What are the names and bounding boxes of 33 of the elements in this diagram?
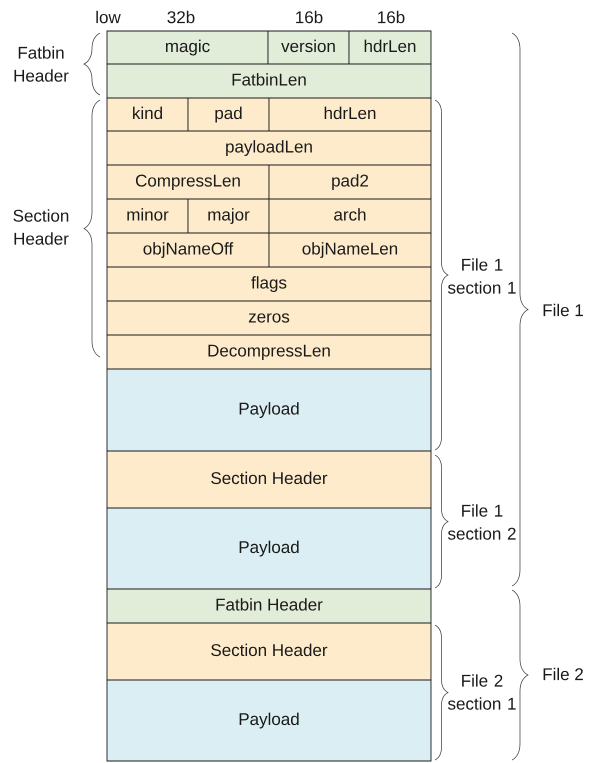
field-cell: arch [268, 198, 432, 234]
field-cell: magic [106, 30, 268, 64]
brace-label: File 2 section 1 [448, 674, 516, 710]
field-cell: zeros [106, 300, 432, 336]
column-label: low [96, 10, 121, 24]
brace-label: File 2 [544, 668, 583, 680]
field-cell: hdrLen [348, 30, 432, 64]
data-block: Payload [106, 508, 432, 590]
brace-label: File 1 section 2 [448, 504, 516, 540]
data-block: Payload [106, 680, 432, 762]
field-cell: kind [106, 98, 188, 132]
field-cell: version [268, 30, 350, 64]
brace-label: Section Header [13, 209, 69, 245]
data-block: Payload [106, 368, 432, 452]
brace-label: Fatbin Header [14, 46, 69, 82]
field-cell: CompressLen [106, 164, 270, 200]
column-label: 32b [167, 10, 194, 24]
field-cell: objNameLen [268, 232, 432, 268]
field-cell: major [188, 198, 270, 234]
brace-label: File 1 [544, 304, 583, 316]
field-cell: minor [106, 198, 188, 234]
field-cell: flags [106, 266, 432, 302]
header-block: Section Header [106, 622, 432, 680]
field-cell: pad2 [268, 164, 432, 200]
field-cell: objNameOff [106, 232, 270, 268]
column-label: 16b [378, 10, 404, 24]
column-label: 16b [296, 10, 322, 24]
header-block: Fatbin Header [106, 588, 432, 624]
field-cell: hdrLen [268, 98, 432, 132]
header-block: Section Header [106, 450, 432, 508]
brace-label: File 1 section 1 [448, 258, 516, 294]
field-cell: pad [188, 98, 270, 132]
field-cell: DecompressLen [106, 334, 432, 370]
